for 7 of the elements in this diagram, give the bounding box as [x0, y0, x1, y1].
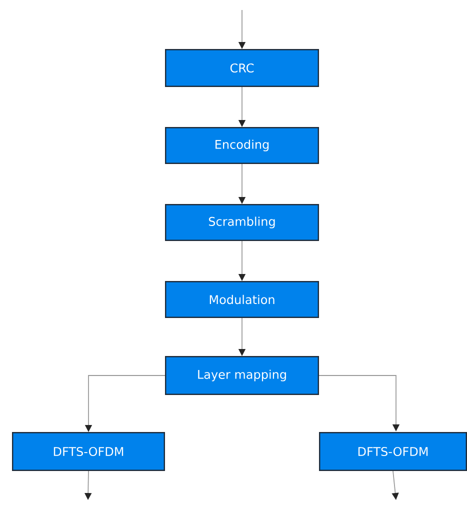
process-box: CRC [165, 49, 319, 87]
process-box: DFTS-OFDM [319, 432, 467, 471]
process-box: Modulation [165, 281, 319, 318]
process-box: DFTS-OFDM [12, 432, 165, 471]
process-box: Layer mapping [165, 356, 319, 395]
process-box: Encoding [165, 127, 319, 164]
process-box: Scrambling [165, 204, 319, 241]
